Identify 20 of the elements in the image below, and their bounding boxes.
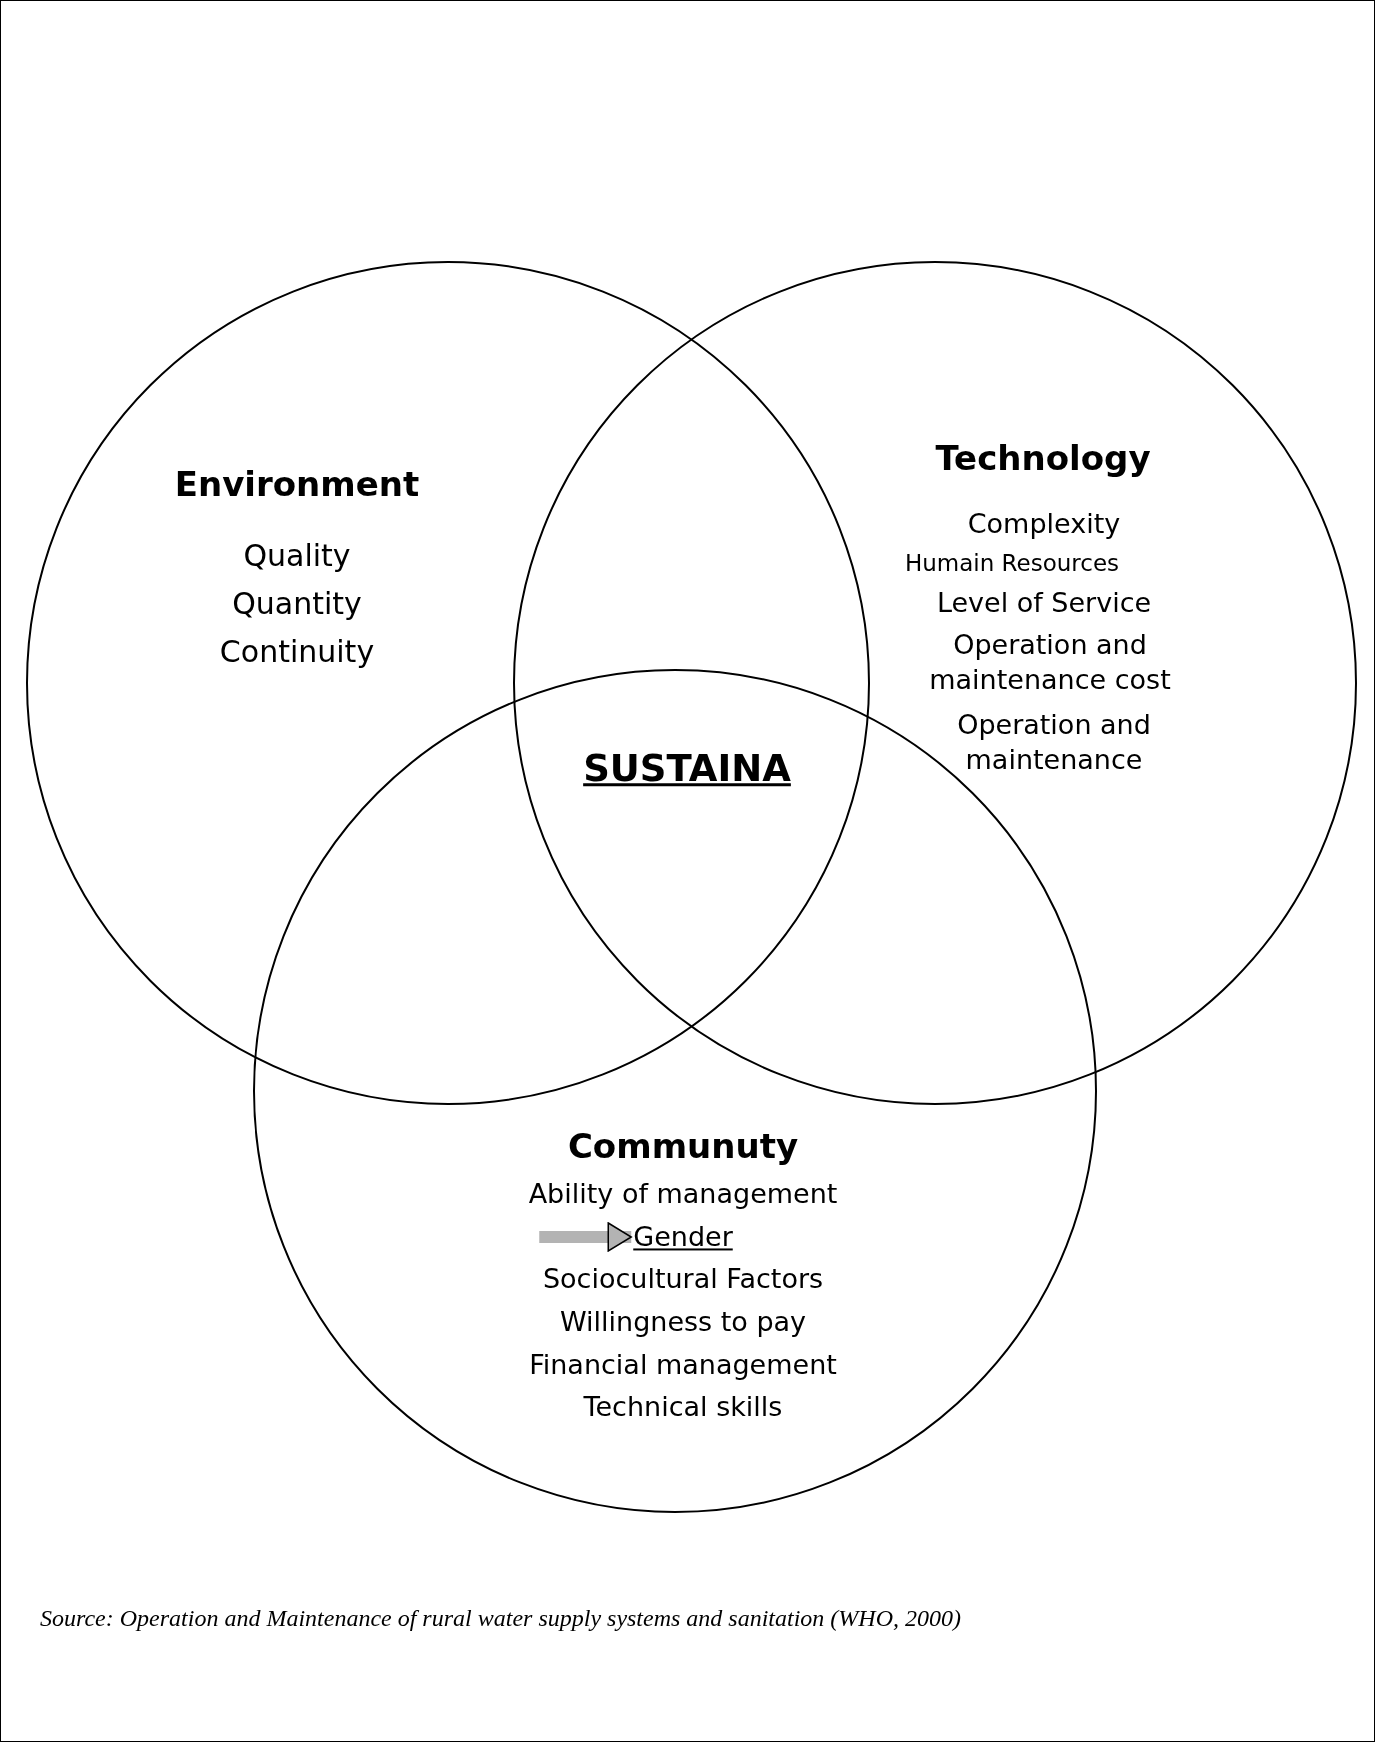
circle-item: Willingness to pay (558, 1305, 808, 1340)
circle-heading: Technology (934, 436, 1152, 480)
circle-item: Quality (242, 536, 352, 575)
circle-item: Quantity (231, 584, 363, 623)
circle-item: Level of Service (935, 586, 1153, 621)
circle-item: Operation and maintenance (956, 707, 1152, 777)
circle-item: Operation and maintenance cost (928, 627, 1172, 697)
circle-heading: Environment (173, 462, 421, 506)
circle-item: Complexity (966, 507, 1122, 542)
center-label: SUSTAINA (583, 746, 791, 793)
circle-item: Technical skills (582, 1390, 784, 1425)
circle-item: Continuity (218, 632, 376, 671)
source-caption: Source: Operation and Maintenance of rural water supply systems and sanitation (WHO, 2000) (40, 1604, 961, 1633)
block-arrow (539, 1222, 632, 1252)
circle-item: Sociocultural Factors (541, 1262, 825, 1297)
circle-item: Ability of management (527, 1177, 839, 1212)
circle-heading: Communuty (566, 1124, 800, 1168)
circle-item: Humain Resources (903, 549, 1121, 579)
underlined-item: Gender (633, 1219, 733, 1255)
circle-item: Financial management (528, 1348, 838, 1383)
